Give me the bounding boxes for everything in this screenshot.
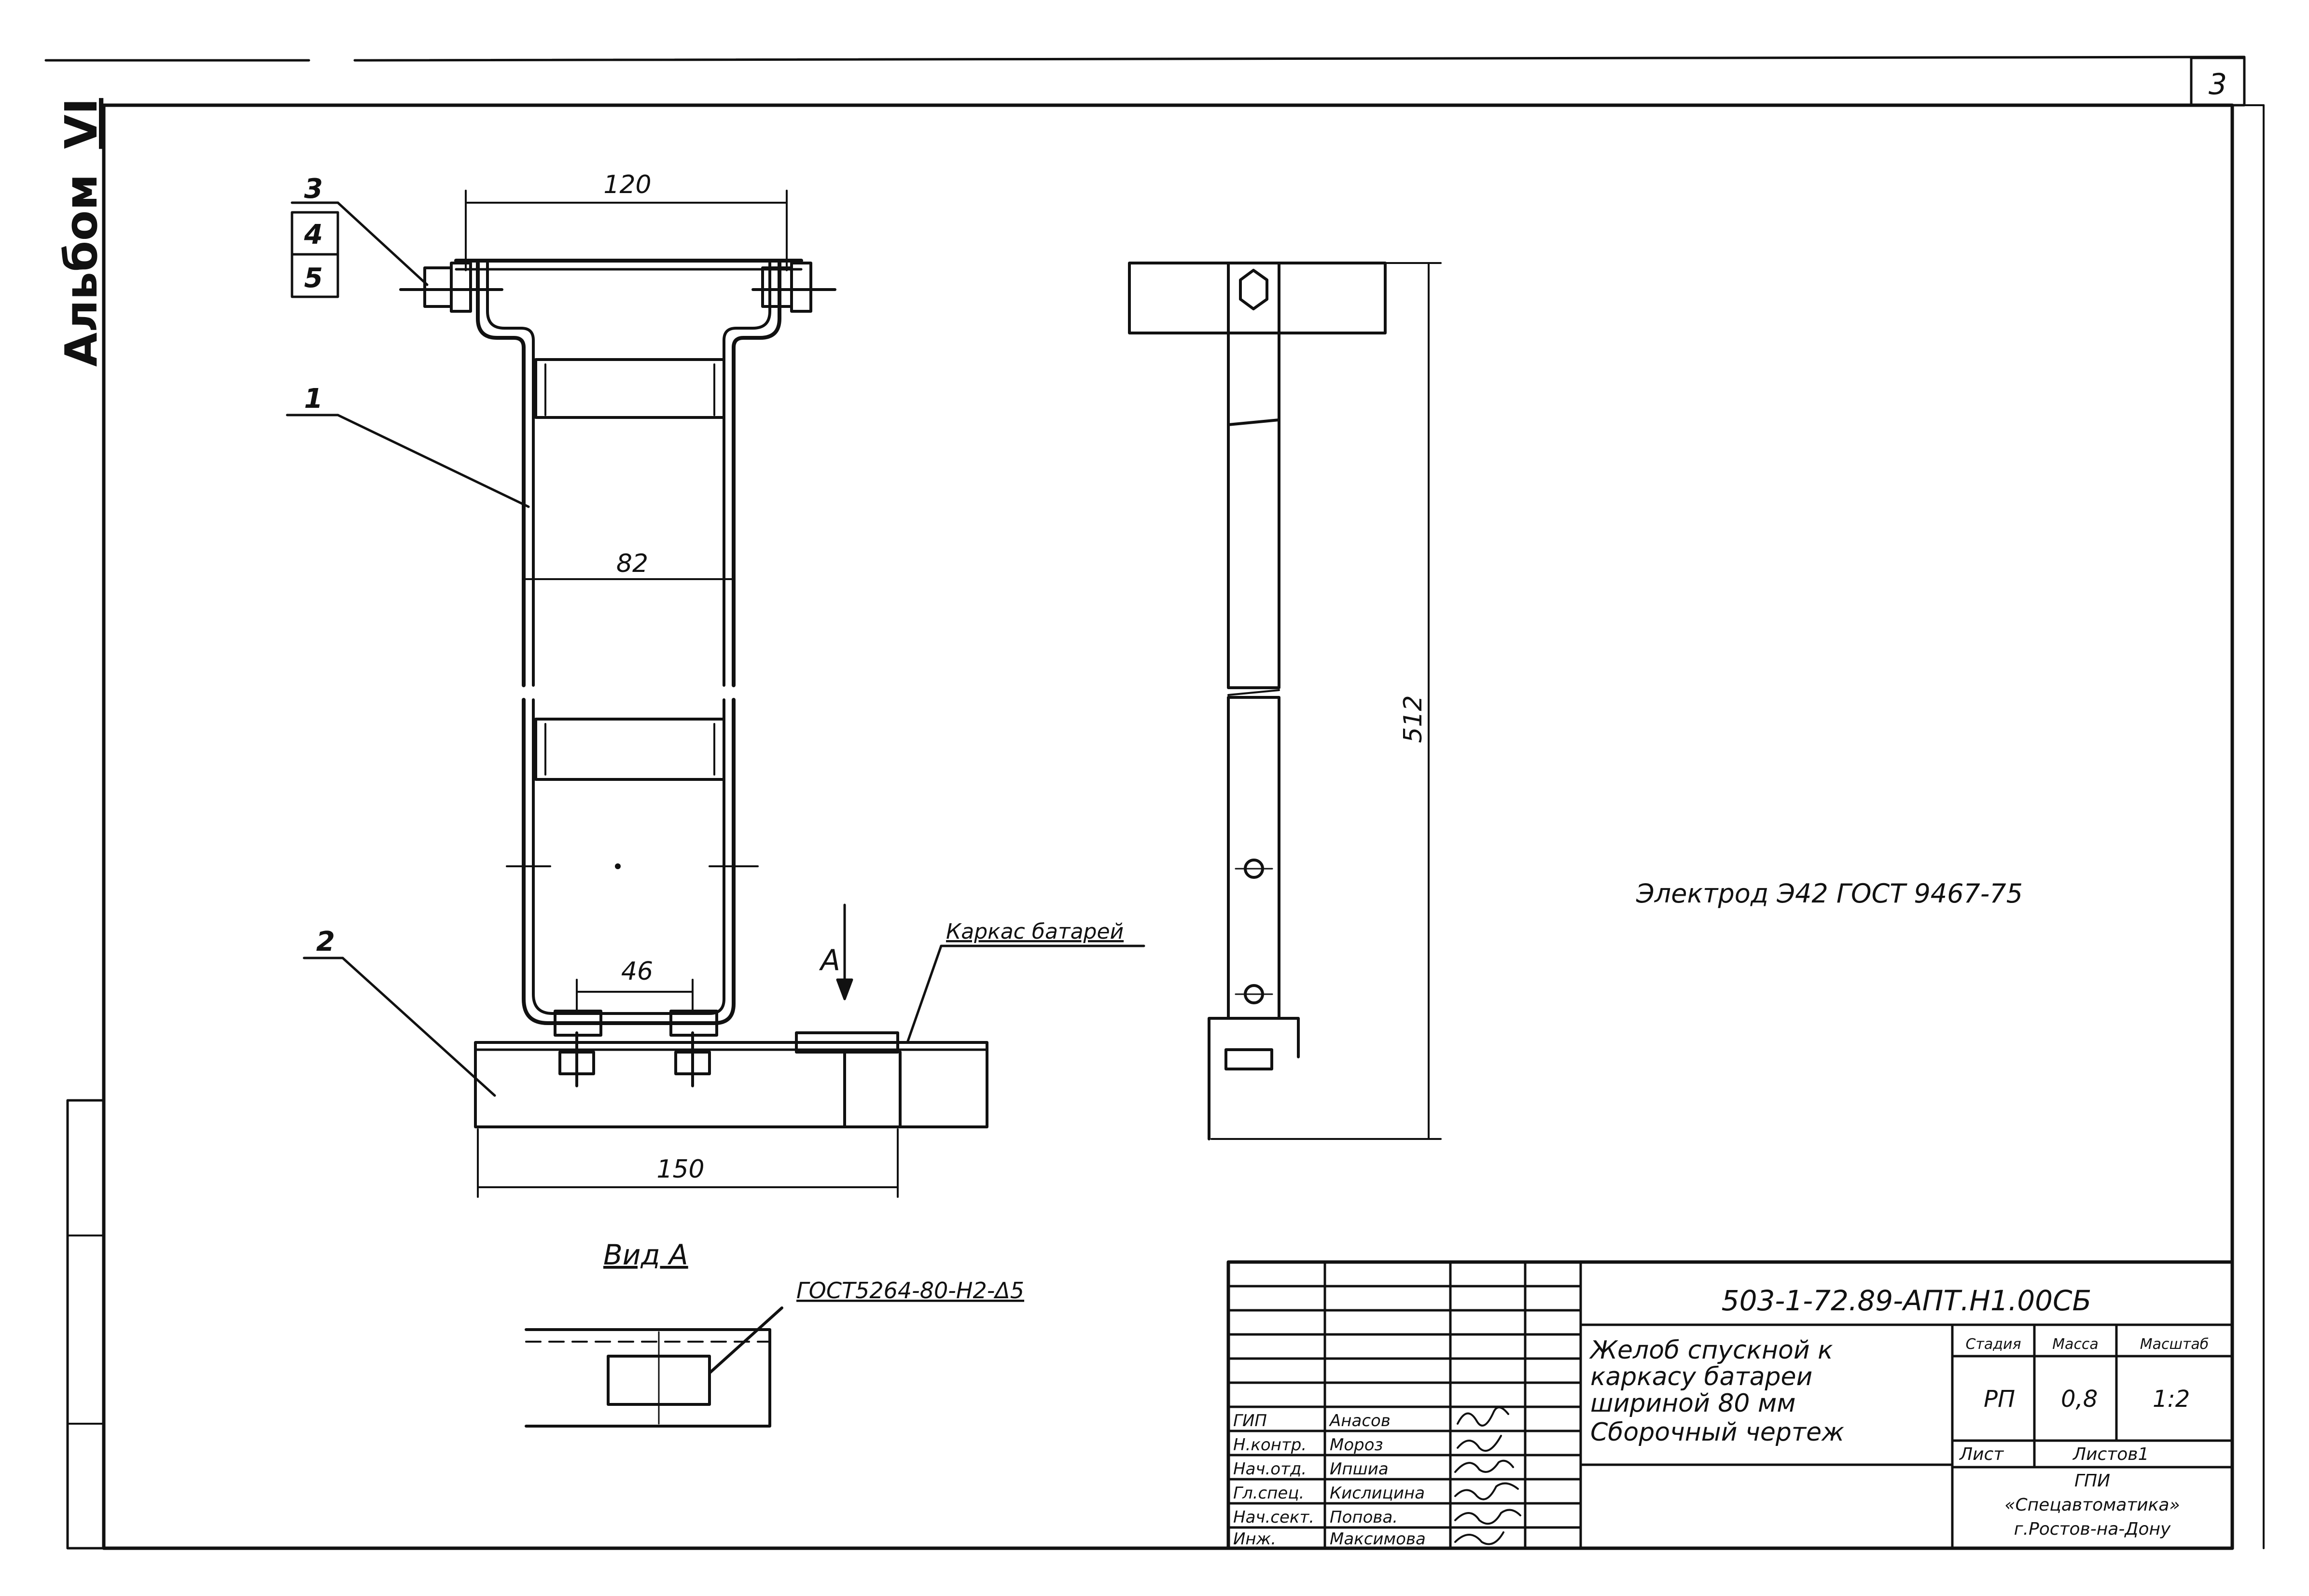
sheet-number: 3 — [2209, 68, 2227, 101]
pos-mark-5: 5 — [304, 263, 323, 294]
pos-mark-1: 1 — [304, 383, 323, 415]
staff-name-4: Кислицина — [1330, 1484, 1425, 1503]
staff-name-2: Мороз — [1330, 1435, 1383, 1455]
staff-name-6: Максимова — [1330, 1529, 1426, 1549]
title-line-4: Сборочный чертеж — [1590, 1418, 1844, 1447]
view-arrow-label: A — [819, 944, 840, 977]
trough-side-view — [1128, 262, 1387, 1140]
title-block — [1226, 1260, 2234, 1550]
svg-text:Альбом VI: Альбом VI — [56, 98, 107, 367]
org-line-1: ГПИ — [2074, 1471, 2110, 1491]
org-line-2: «Спецавтоматика» — [2004, 1495, 2180, 1515]
mass-header: Масса — [2052, 1336, 2099, 1353]
drawing-title: Желоб спускной к каркасу батареи шириной… — [1589, 1336, 1844, 1447]
position-leaders — [286, 201, 1145, 1097]
staff-role-2: Н.контр. — [1233, 1435, 1307, 1455]
mass-value: 0,8 — [2061, 1386, 2098, 1413]
sheets-label: Листов1 — [2072, 1444, 2149, 1464]
staff-table: ГИП Анасов Н.контр. Мороз Нач.отд. Ипшиа… — [1233, 1411, 1426, 1549]
album-label-text: Альбом — [56, 174, 107, 367]
weld-note: ГОСТ5264-80-Н2-Δ5 — [796, 1277, 1024, 1304]
dimension-lines — [465, 190, 1442, 1198]
dim-top-width: 120 — [603, 170, 651, 199]
pos-mark-4: 4 — [304, 219, 323, 250]
scale-header: Масштаб — [2140, 1336, 2209, 1353]
view-a-drawing — [525, 1306, 783, 1428]
dim-height: 512 — [1399, 695, 1428, 743]
stage-value: РП — [1984, 1386, 2015, 1413]
frame-label: Каркас батарей — [946, 919, 1124, 944]
staff-role-1: ГИП — [1233, 1411, 1267, 1430]
staff-role-6: Инж. — [1233, 1529, 1276, 1549]
dim-base-width: 150 — [656, 1155, 704, 1184]
staff-role-4: Гл.спец. — [1233, 1484, 1304, 1503]
organization: ГПИ «Спецавтоматика» г.Ростов-на-Дону — [2004, 1471, 2180, 1539]
org-line-3: г.Ростов-на-Дону — [2014, 1519, 2171, 1539]
staff-name-1: Анасов — [1329, 1411, 1391, 1430]
margin-strips — [66, 1099, 105, 1550]
sheet-number-box: 3 — [2190, 56, 2246, 107]
pos-mark-3: 3 — [304, 173, 323, 205]
album-label: Альбом VI — [56, 98, 107, 367]
pos-mark-2: 2 — [316, 926, 335, 958]
staff-role-5: Нач.сект. — [1233, 1508, 1314, 1527]
view-a-label: Вид А — [603, 1238, 688, 1271]
stage-header: Стадия — [1965, 1336, 2021, 1353]
staff-role-3: Нач.отд. — [1233, 1459, 1307, 1479]
sheet-label: Лист — [1959, 1444, 2004, 1464]
signatures — [1454, 1406, 1521, 1545]
drawing-frame — [102, 103, 2234, 1550]
title-line-3: шириной 80 мм — [1590, 1389, 1795, 1418]
dim-bolt-spacing: 46 — [621, 957, 653, 986]
dim-inner-width: 82 — [616, 549, 648, 578]
scale-value: 1:2 — [2153, 1386, 2190, 1413]
trough-main-view — [399, 259, 988, 1128]
title-line-1: Желоб спускной к — [1589, 1336, 1833, 1365]
staff-name-3: Ипшиа — [1330, 1459, 1389, 1479]
document-code: 503-1-72.89-АПТ.Н1.00СБ — [1722, 1284, 2092, 1317]
title-line-2: каркасу батареи — [1590, 1362, 1812, 1391]
staff-name-5: Попова. — [1330, 1508, 1398, 1527]
album-numeral: VI — [56, 98, 107, 149]
electrode-note: Электрод Э42 ГОСТ 9467-75 — [1636, 878, 2023, 909]
